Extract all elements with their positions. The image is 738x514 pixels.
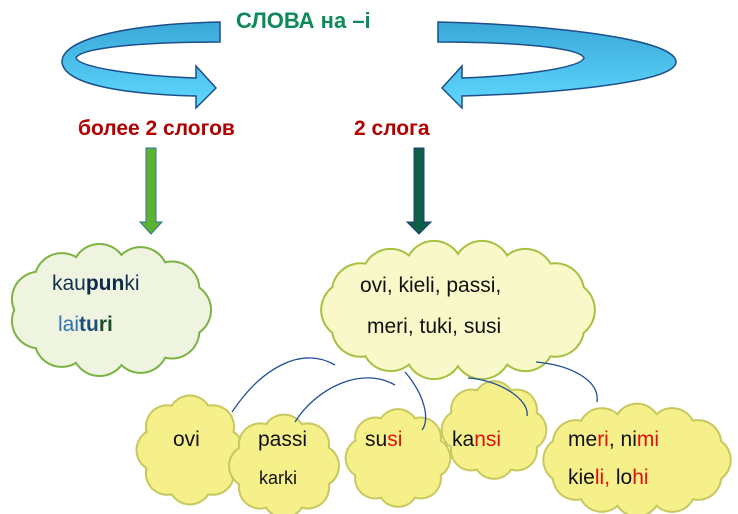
cloud-two-syllables [320,239,596,381]
syllable: ri [98,313,113,336]
syllable: hi [632,466,649,489]
syllable: li, [594,466,616,489]
connector-lines [231,357,598,431]
label-two-syllables: 2 слога [354,117,430,140]
syllable: lai [58,313,80,336]
curved-arrow-left [61,21,221,110]
words-meri-nimi: meri, nimi [568,428,659,452]
cloud-ovi [135,394,245,506]
syllable: nsi [474,428,502,451]
curved-arrow-right [437,21,677,110]
cloud-susi [344,408,452,508]
cloud-more-than-two [10,242,213,378]
cloud-kansi [440,380,548,480]
word-kansi: kansi [452,428,501,452]
main-cloud-line-2: meri, tuki, susi [367,315,502,338]
cloud-meri-nimi [542,402,732,514]
cloud-passi [228,413,340,514]
diagram-title: СЛОВА на –i [236,8,371,33]
down-arrow-right [405,147,433,235]
word-karki: karki [259,468,298,488]
down-arrow-left [138,147,164,235]
syllable: me [568,428,598,451]
main-cloud-line-1: ovi, kieli, passi, [360,274,502,297]
syllable: , ni [608,428,637,451]
syllable: ka [452,428,475,451]
word-laituri: laituri [58,313,113,337]
syllable: si [387,428,403,451]
word-kaupunki: kaupunki [52,272,140,296]
syllable: kau [52,272,86,295]
words-kieli-lohi: kieli, lohi [568,466,649,490]
syllable: lo [615,466,633,489]
syllable: pun [85,272,125,295]
syllable: tu [79,313,99,336]
syllable: mi [636,428,660,451]
syllable: ki [124,272,140,295]
syllable: ri [597,428,609,451]
word-susi: susi [365,428,402,452]
word-passi: passi [258,428,308,451]
word-ovi: ovi [173,428,200,451]
syllable: kie [568,466,595,489]
syllable: su [365,428,388,451]
label-more-than-two-syllables: более 2 слогов [78,117,235,140]
